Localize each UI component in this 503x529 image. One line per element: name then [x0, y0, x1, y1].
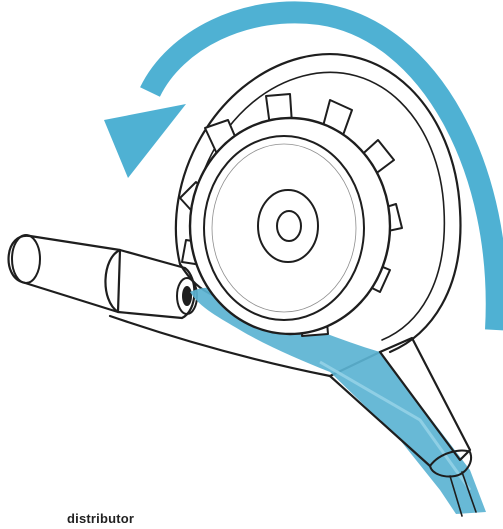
rotation-arrowhead	[104, 104, 186, 178]
inlet-tube	[9, 235, 197, 318]
distributor-label: distributor	[67, 512, 134, 526]
